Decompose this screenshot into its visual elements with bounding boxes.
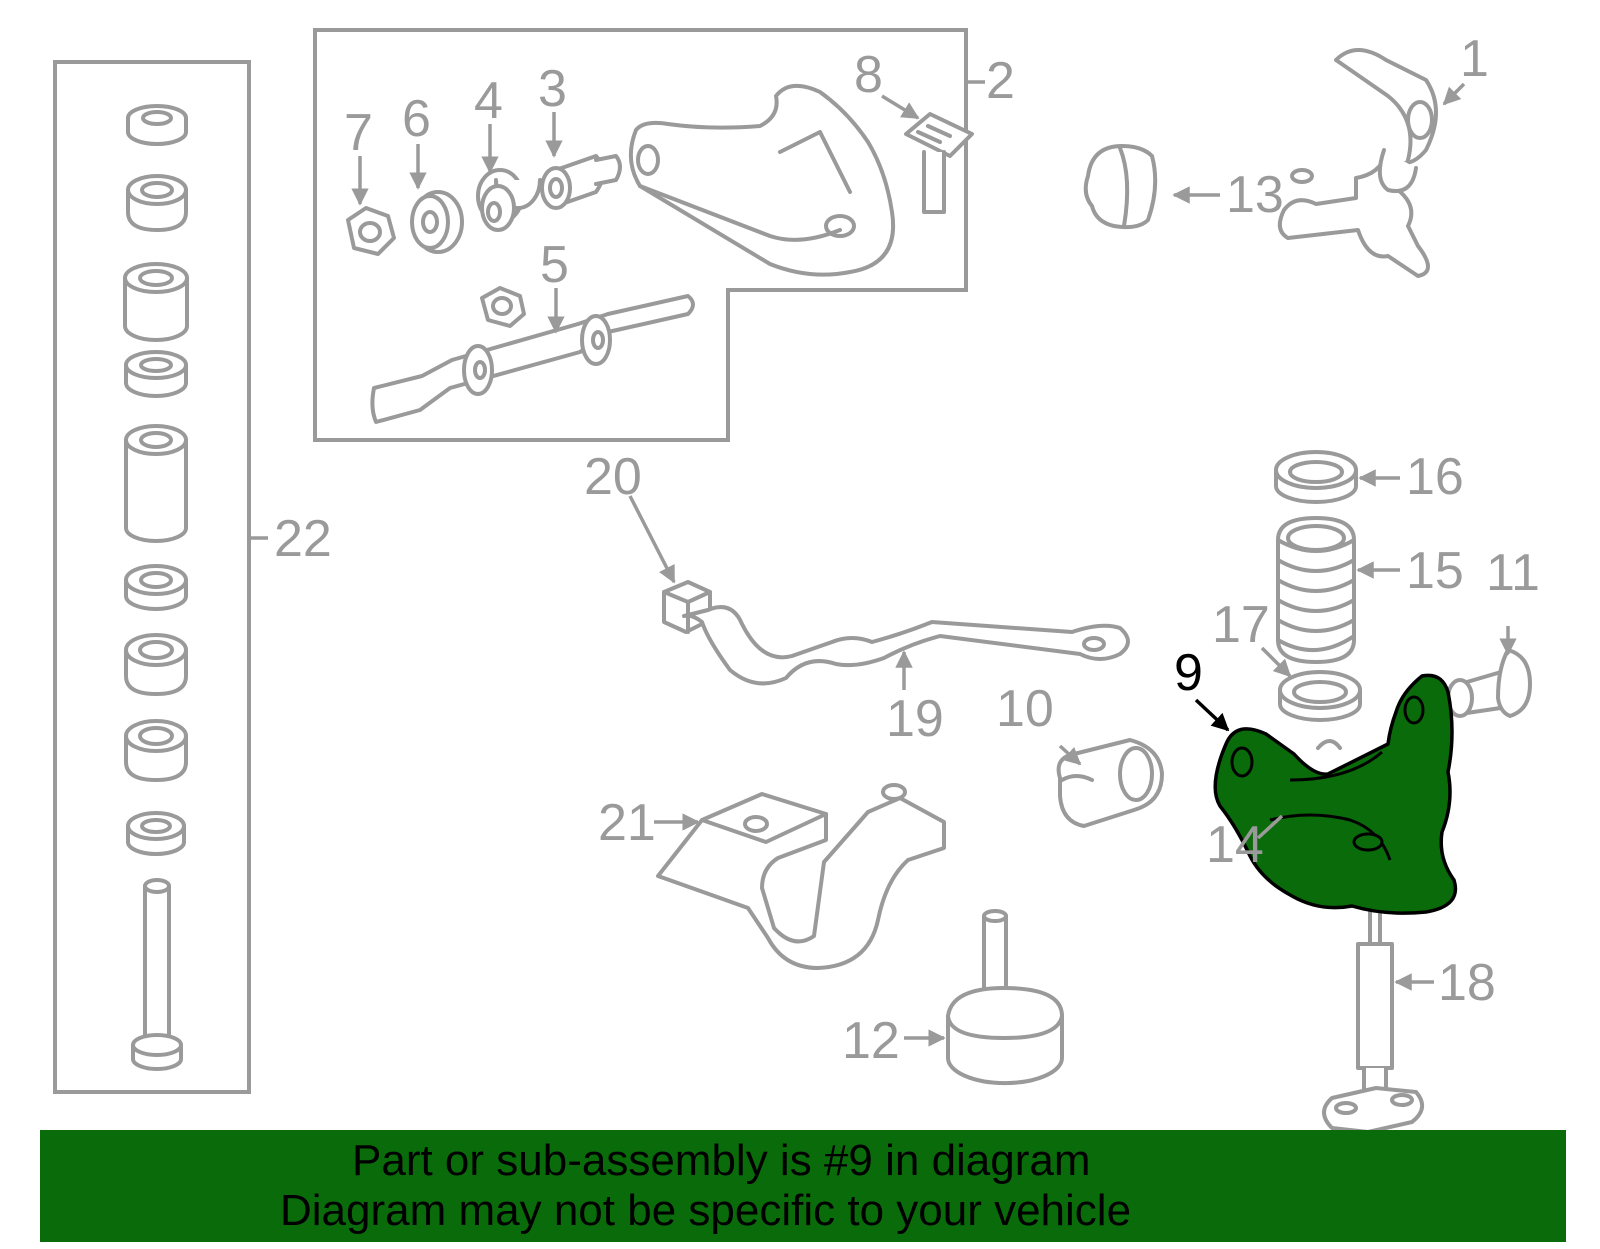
callout-5: 5	[540, 236, 569, 294]
part-7-nut	[346, 206, 396, 256]
callout-labels: 1 2 3 4 5 6 7 8 9 10 11 12 13 14 15 16 1…	[274, 30, 1540, 1070]
callout-20: 20	[584, 448, 642, 506]
part-11-bushing	[1446, 648, 1532, 718]
callout-19: 19	[886, 690, 944, 748]
callout-3: 3	[538, 60, 567, 118]
part-21-bracket	[656, 783, 946, 970]
part-12-bumper	[946, 909, 1064, 1086]
callout-10: 10	[996, 680, 1054, 738]
callout-17: 17	[1212, 596, 1270, 654]
part-4-bushing	[476, 168, 542, 232]
part-9-detail	[1316, 739, 1342, 750]
callout-9: 9	[1174, 644, 1203, 702]
part-1-knuckle	[1277, 48, 1438, 278]
banner-line-disclaimer: Diagram may not be specific to your vehi…	[280, 1186, 1132, 1235]
part-9-lower-control-arm[interactable]	[1213, 673, 1458, 915]
part-3-bushing	[540, 154, 622, 210]
kit-box-22	[53, 60, 268, 1094]
part-18-shock	[1322, 902, 1424, 1134]
callout-21: 21	[598, 794, 656, 852]
callout-4: 4	[474, 72, 503, 130]
part-19-stabilizer-bar	[682, 605, 1130, 686]
callout-16: 16	[1406, 448, 1464, 506]
callout-12: 12	[842, 1012, 900, 1070]
part-17-insulator	[1278, 670, 1362, 722]
part-16-insulator	[1274, 450, 1358, 504]
callout-1: 1	[1460, 30, 1489, 88]
part-22-hardware	[123, 104, 189, 1071]
part-6-washer	[410, 190, 464, 254]
part-13-bumper	[1083, 144, 1158, 230]
callout-11: 11	[1486, 544, 1540, 602]
part-2-upper-arm	[628, 84, 896, 277]
callout-8: 8	[854, 46, 883, 104]
callout-14: 14	[1206, 816, 1264, 874]
info-banner: Part or sub-assembly is #9 in diagram Di…	[40, 1130, 1566, 1242]
leader-lines	[351, 82, 1517, 1047]
banner-line-part: Part or sub-assembly is #9 in diagram	[352, 1136, 1091, 1185]
part-5-shaft	[370, 286, 695, 424]
callout-13: 13	[1226, 166, 1284, 224]
callout-22: 22	[274, 510, 332, 568]
callout-15: 15	[1406, 542, 1464, 600]
part-15-spring	[1276, 516, 1356, 664]
part-10-bushing	[1056, 738, 1164, 828]
callout-2: 2	[986, 52, 1015, 110]
part-8-stud	[904, 112, 974, 214]
callout-7: 7	[344, 104, 373, 162]
callout-18: 18	[1438, 954, 1496, 1012]
kit-box-2	[313, 28, 985, 442]
callout-6: 6	[402, 90, 431, 148]
